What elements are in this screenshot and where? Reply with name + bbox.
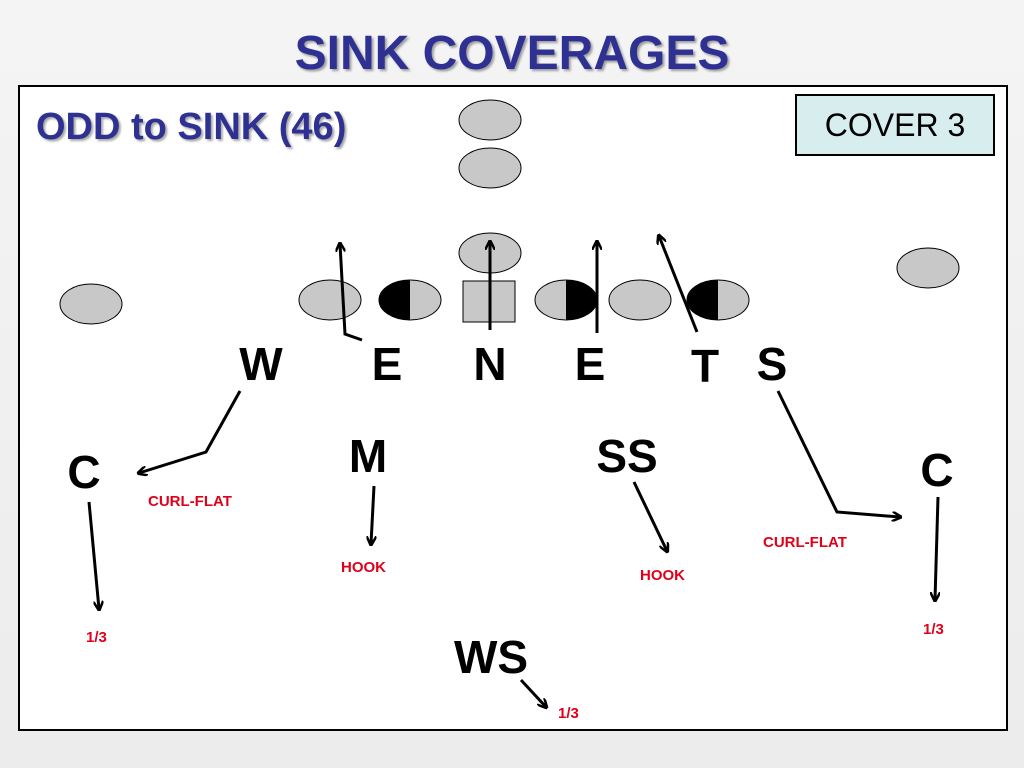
assignment-w: CURL-FLAT bbox=[148, 493, 232, 510]
defender-e-right: E bbox=[575, 338, 606, 390]
offense-back-middle bbox=[458, 147, 522, 189]
defender-ws: WS bbox=[454, 631, 528, 683]
assignment-c-left: 1/3 bbox=[86, 629, 107, 646]
assignment-ss: HOOK bbox=[640, 567, 685, 584]
assignment-c-right: 1/3 bbox=[923, 621, 944, 638]
field-panel bbox=[18, 85, 1008, 731]
coverage-label-box: COVER 3 bbox=[795, 94, 995, 156]
offense-wide-receiver-left bbox=[59, 283, 123, 325]
defender-ss: SS bbox=[596, 430, 657, 482]
assignment-s: CURL-FLAT bbox=[763, 534, 847, 551]
offense-tight-end bbox=[686, 279, 750, 321]
slide-title: SINK COVERAGES bbox=[294, 27, 730, 80]
route-c-right bbox=[935, 496, 938, 600]
defender-t: T bbox=[691, 340, 719, 392]
defender-w: W bbox=[239, 338, 283, 390]
route-t bbox=[659, 236, 699, 333]
defender-c-right: C bbox=[920, 444, 953, 496]
offense-back-deep bbox=[458, 99, 522, 141]
route-e-left bbox=[340, 244, 363, 342]
offense-wide-receiver-right bbox=[896, 247, 960, 289]
assignment-ws: 1/3 bbox=[558, 705, 579, 722]
defender-m: M bbox=[349, 430, 387, 482]
offense-tackle-right bbox=[608, 279, 672, 321]
defender-n: N bbox=[473, 338, 506, 390]
offense-guard-left bbox=[378, 279, 442, 321]
route-s bbox=[776, 390, 900, 517]
defender-c-left: C bbox=[67, 446, 100, 498]
offense-tackle-left bbox=[298, 279, 362, 321]
defender-e-left: E bbox=[372, 338, 403, 390]
formation-heading: ODD to SINK (46) bbox=[36, 106, 347, 148]
route-ss bbox=[632, 481, 667, 551]
route-m bbox=[371, 485, 374, 544]
route-w bbox=[139, 390, 242, 473]
route-c-left bbox=[87, 501, 99, 609]
route-ws bbox=[519, 678, 546, 707]
offense-guard-right bbox=[534, 279, 598, 321]
assignment-m: HOOK bbox=[341, 559, 386, 576]
defender-s: S bbox=[757, 338, 788, 390]
